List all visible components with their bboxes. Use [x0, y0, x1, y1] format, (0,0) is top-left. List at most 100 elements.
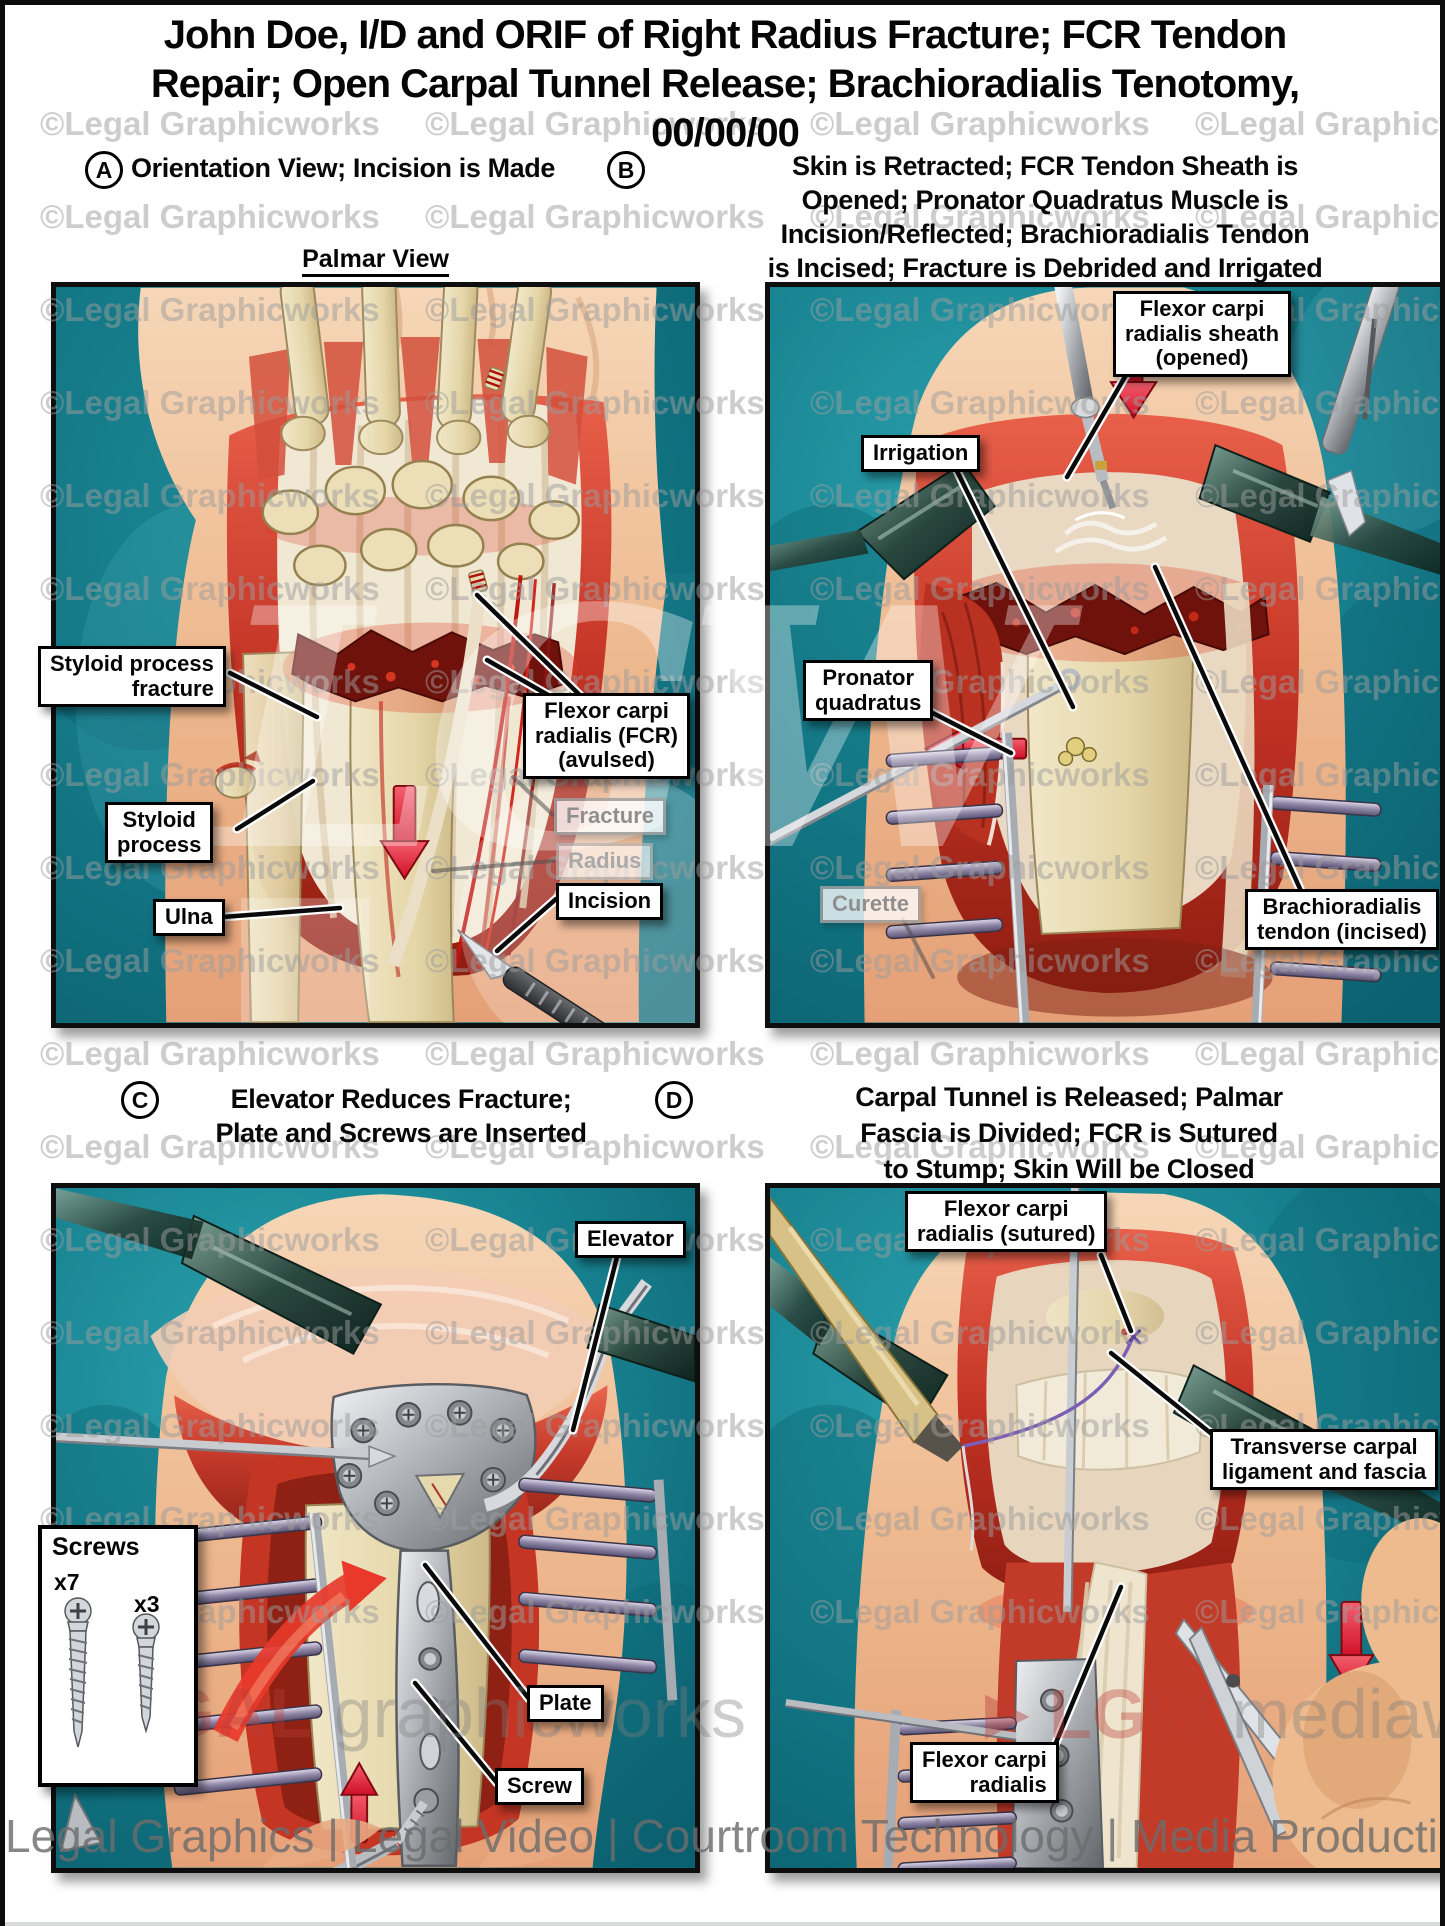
panel-b-caption-line: is Incised; Fracture is Debrided and Irr… — [767, 253, 1323, 283]
panel-a-letter-badge: A — [85, 151, 123, 189]
label-styloid-process-fracture: Styloid process fracture — [38, 646, 226, 708]
watermark-tile: ©Legal Graphicworks — [810, 1593, 1150, 1630]
watermark-tile: ©Legal Graphicworks — [425, 105, 765, 142]
watermark-tile: ©Legal Graphicworks — [1195, 384, 1440, 421]
screws-art — [64, 1597, 160, 1748]
watermark-tile: ©Legal Graphicworks — [40, 198, 380, 235]
scalpel-icon — [457, 929, 621, 1023]
watermark-tile: ©Legal Graphicworks — [40, 1221, 380, 1258]
label-line: tendon (incised) — [1257, 918, 1427, 944]
page-bottom-edge — [5, 1922, 1440, 1926]
watermark-tile: ©Legal Graphicworks — [810, 105, 1150, 142]
watermark-tile: ©Legal Graphicworks — [40, 570, 380, 607]
label-line: radialis — [969, 1771, 1047, 1797]
label-transverse-carpal-ligament: Transverse carpal ligament and fascia — [1210, 1429, 1439, 1491]
label-line: ligament and fascia — [1222, 1458, 1427, 1484]
elevator-tool-icon — [56, 1432, 397, 1469]
watermark-tile: ©Legal Graphicworks — [810, 1407, 1150, 1444]
watermark-tile: ©Legal Graphicworks — [1195, 756, 1440, 793]
watermark-tile: ©Legal Graphicworks — [810, 1128, 1150, 1165]
watermark-tile: ©Legal Graphicworks — [425, 1314, 765, 1351]
rake-retractor-icon — [173, 1512, 357, 1868]
watermark-tile: ©Legal Graphicworks — [810, 477, 1150, 514]
watermark-tile: ©Legal Graphicworks — [1195, 663, 1440, 700]
watermark-tile: ©Legal Graphicworks — [1195, 198, 1440, 235]
panel-c-caption-line: Plate and Screws are Inserted — [215, 1118, 587, 1148]
watermark-tile: ©Legal Graphicworks — [40, 756, 380, 793]
watermark-tile: ©Legal Graphicworks — [810, 570, 1150, 607]
label-line: Pronator — [822, 665, 915, 690]
title-line-1: John Doe, I/D and ORIF of Right Radius F… — [163, 13, 1287, 57]
watermark-tile: ©Legal Graphicworks — [425, 1035, 765, 1072]
watermark-tile: ©Legal Graphicworks — [1195, 1314, 1440, 1351]
panel-d-caption-line: to Stump; Skin Will be Closed — [883, 1154, 1255, 1184]
inset-count-x7: x7 — [54, 1569, 80, 1595]
rake-retractor-icon — [518, 1477, 678, 1701]
watermark-tile: ©Legal Graphicworks — [425, 1407, 765, 1444]
panel-b-letter-badge: B — [607, 151, 645, 189]
brand-mediaworks-text: mediaworks — [1231, 1675, 1440, 1753]
probe-rod-icon — [785, 1698, 1017, 1741]
label-line: Flexor carpi — [544, 698, 669, 723]
panel-b-caption-line: Opened; Pronator Quadratus Muscle is — [801, 185, 1289, 215]
watermark-tile: ©Legal Graphicworks — [810, 849, 1150, 886]
watermark-tile: ©Legal Graphicworks — [425, 1128, 765, 1165]
watermark-tile: ©Legal Graphicworks — [40, 105, 380, 142]
watermark-tile: ©Legal Graphicworks — [810, 942, 1150, 979]
label-line: Styloid — [122, 807, 196, 832]
watermark-tile: ©Legal Graphicworks — [425, 1593, 765, 1630]
watermark-tile: ©Legal Graphicworks — [810, 198, 1150, 235]
screws-inset-box: Screws x7 x3 — [38, 1525, 198, 1787]
label-styloid-process: Styloid process — [105, 802, 214, 864]
brand-watermark-right: ▶ LGW mediaworks — [985, 1675, 1440, 1753]
label-line: fracture — [131, 675, 214, 701]
label-line: Transverse carpal — [1230, 1434, 1418, 1459]
watermark-tile: ©Legal Graphicworks — [1195, 1035, 1440, 1072]
brand-lgw: LGW — [1049, 1675, 1213, 1753]
label-plate: Plate — [527, 1685, 604, 1722]
panel-c-caption-line: Elevator Reduces Fracture; — [230, 1084, 572, 1114]
panel-d-caption: Carpal Tunnel is Released; Palmar Fascia… — [693, 1079, 1440, 1187]
watermark-tile: ©Legal Graphicworks — [1195, 1593, 1440, 1630]
panel-b-caption: Skin is Retracted; FCR Tendon Sheath is … — [645, 149, 1440, 285]
label-brachioradialis-tendon: Brachioradialis tendon (incised) — [1245, 889, 1439, 951]
label-elevator: Elevator — [575, 1221, 686, 1258]
panel-a-caption: Orientation View; Incision is Made — [131, 153, 555, 183]
panel-d-letter-badge: D — [655, 1081, 693, 1119]
watermark-tile: ©Legal Graphicworks — [40, 1314, 380, 1351]
watermark-tile: ©Legal Graphicworks — [40, 1407, 380, 1444]
watermark-tile: ©Legal Graphicworks — [425, 942, 765, 979]
label-screw: Screw — [495, 1768, 584, 1805]
watermark-tile: ©Legal Graphicworks — [40, 942, 380, 979]
panel-a-subtitle: Palmar View — [51, 245, 700, 277]
watermark-tile: ©Legal Graphicworks — [425, 1500, 765, 1537]
label-line: Flexor carpi — [922, 1747, 1047, 1772]
panel-d-caption-line: Carpal Tunnel is Released; Palmar — [855, 1082, 1283, 1112]
watermark-tile: ©Legal Graphicworks — [425, 384, 765, 421]
label-curette: Curette — [820, 886, 922, 923]
label-fcr-sheath-opened: Flexor carpi radialis sheath (opened) — [1113, 291, 1292, 377]
label-line: radialis (FCR) — [534, 722, 678, 748]
retractor-icon — [56, 1188, 383, 1356]
label-line: radialis (sutured) — [917, 1220, 1096, 1246]
watermark-tile: ©Legal Graphicworks — [810, 291, 1150, 328]
panel-b-caption-line: Skin is Retracted; FCR Tendon Sheath is — [792, 151, 1298, 181]
watermark-tile: ©Legal Graphicworks — [40, 477, 380, 514]
label-irrigation: Irrigation — [861, 435, 981, 472]
watermark-tile: ©Legal Graphicworks — [1195, 849, 1440, 886]
long-screw-icon — [64, 1597, 92, 1748]
watermark-tile: ©Legal Graphicworks — [1195, 1221, 1440, 1258]
scalpel-icon — [1321, 287, 1400, 538]
watermark-tile: ©Legal Graphicworks — [40, 1035, 380, 1072]
label-incision: Incision — [556, 883, 664, 920]
watermark-tile: ©Legal Graphicworks — [425, 198, 765, 235]
label-line: (avulsed) — [558, 747, 655, 773]
label-pronator-quadratus: Pronator quadratus — [803, 660, 934, 722]
label-fcr-avulsed: Flexor carpi radialis (FCR) (avulsed) — [522, 693, 690, 779]
watermark-tile: ©Legal Graphicworks — [810, 1035, 1150, 1072]
inset-count-x3: x3 — [134, 1591, 160, 1617]
watermark-tile: ©Legal Graphicworks — [40, 384, 380, 421]
watermark-tile: ©Legal Graphicworks — [1195, 570, 1440, 607]
label-fcr-sutured: Flexor carpi radialis (sutured) — [905, 1191, 1108, 1253]
